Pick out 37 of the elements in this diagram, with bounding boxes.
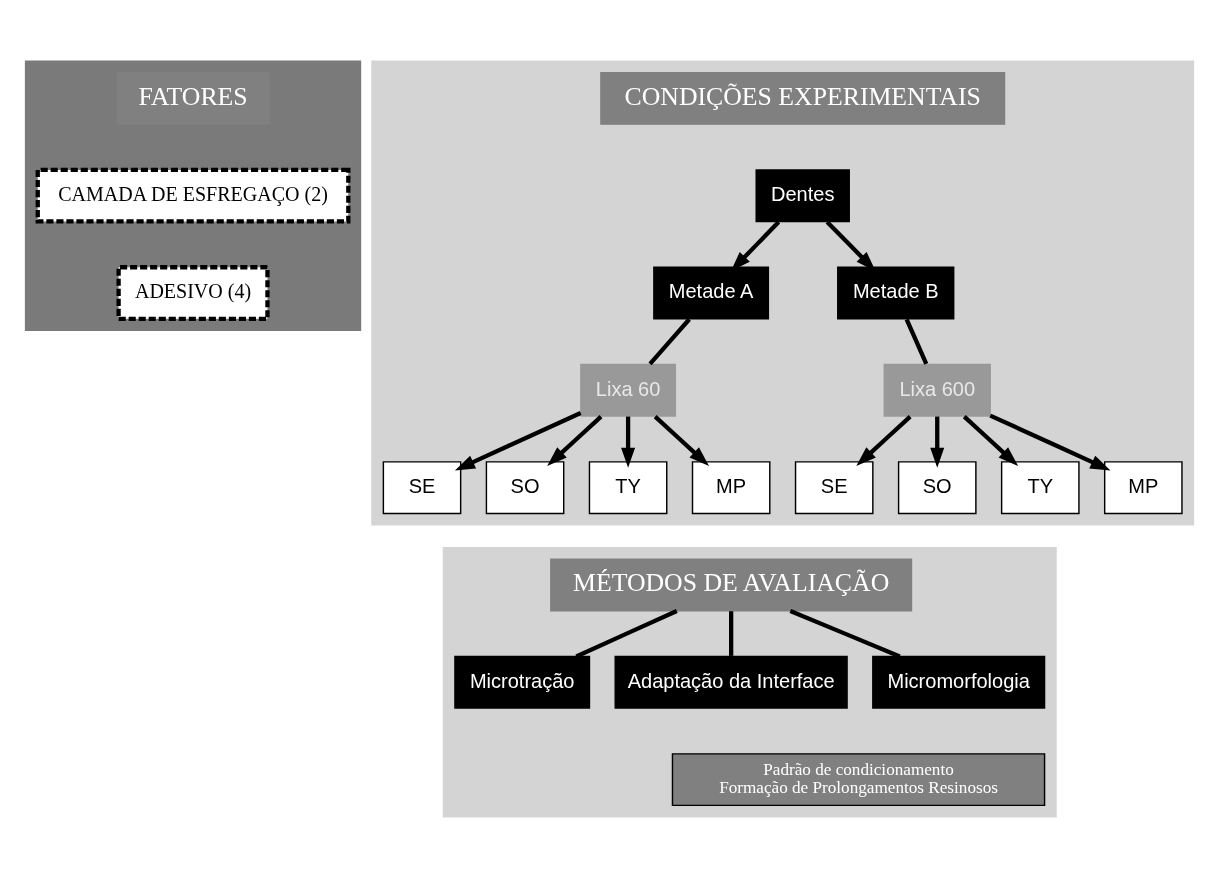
- cluster: [24, 60, 362, 331]
- node-box: CONDIÇÕES EXPERIMENTAIS: [600, 71, 1006, 125]
- node-box: Metade B: [837, 266, 955, 320]
- node-box: MÉTODOS DE AVALIAÇÃO: [550, 558, 913, 612]
- connector: [648, 317, 691, 366]
- arrow: [547, 415, 603, 466]
- node-box: SO: [897, 461, 977, 515]
- arrow: [930, 416, 945, 468]
- node-box: Adaptação da Interface: [614, 655, 848, 709]
- arrow: [653, 415, 710, 466]
- node-box: SO: [485, 461, 565, 515]
- node-box: SE: [382, 461, 462, 515]
- node-box: Padrão de condicionamento Formação de Prolongamentos Resinosos: [671, 753, 1046, 807]
- node-box: Micromorfologia: [872, 655, 1046, 709]
- node-box: TY: [588, 461, 668, 515]
- arrow: [856, 415, 912, 466]
- node-box: Lixa 600: [883, 363, 991, 417]
- node-box: TY: [1000, 461, 1080, 515]
- cluster: [371, 60, 1195, 526]
- node-box: Lixa 60: [580, 363, 677, 417]
- node-box: SE: [794, 461, 874, 515]
- connector: [789, 609, 901, 659]
- connector: [904, 318, 929, 365]
- node-box: Dentes: [755, 169, 850, 223]
- node-box: ADESIVO (4): [116, 265, 270, 321]
- cluster: [442, 547, 1057, 818]
- arrow: [454, 411, 582, 471]
- connector: [575, 609, 678, 659]
- node-box: MP: [691, 461, 771, 515]
- arrow: [962, 415, 1019, 466]
- arrow: [621, 416, 636, 468]
- node-box: MP: [1103, 461, 1183, 515]
- node-box: Metade A: [653, 266, 770, 320]
- node-box: Microtração: [454, 655, 591, 709]
- node-box: CAMADA DE ESFREGAÇO (2): [35, 167, 351, 224]
- connector: [729, 611, 734, 656]
- arrow: [989, 413, 1111, 471]
